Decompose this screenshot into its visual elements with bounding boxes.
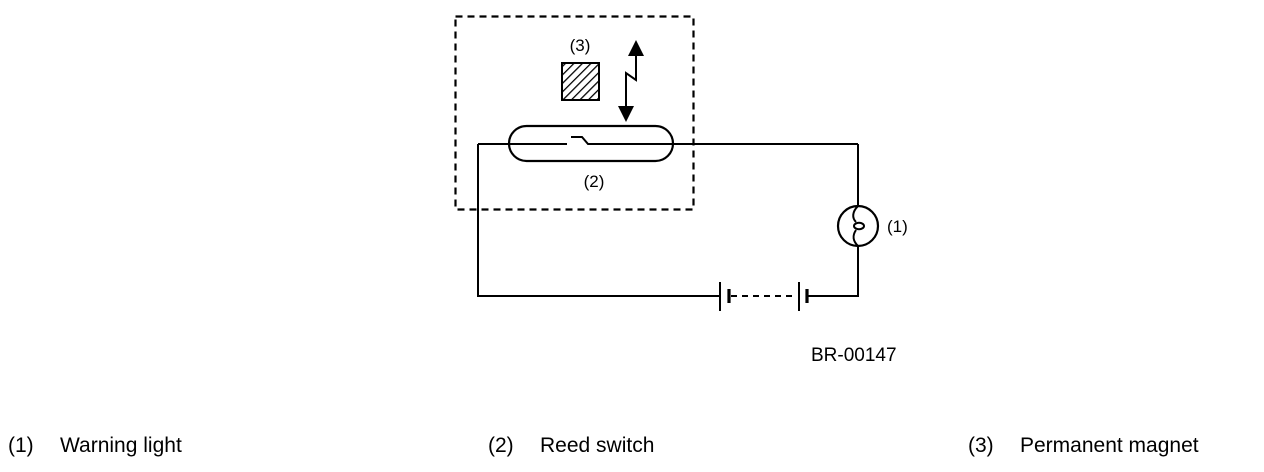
legend-label: Reed switch (540, 434, 655, 457)
warning-light-symbol (836, 204, 880, 248)
permanent-magnet (561, 62, 600, 101)
legend-number: (3) (968, 434, 994, 457)
battery-symbol (719, 282, 809, 311)
legend-label: Warning light (60, 434, 182, 457)
legend-number: (1) (8, 434, 34, 457)
legend-item-warning-light: (1) Warning light (8, 434, 182, 458)
permanent-magnet-callout: (3) (570, 36, 591, 55)
legend-item-reed-switch: (2) Reed switch (488, 434, 654, 458)
legend-label: Permanent magnet (1020, 434, 1199, 457)
legend-number: (2) (488, 434, 514, 457)
magnet-movement-arrow (618, 40, 644, 122)
figure-id: BR-00147 (811, 345, 897, 366)
wire-left (477, 144, 720, 297)
warning-light-callout: (1) (887, 217, 908, 236)
legend-item-permanent-magnet: (3) Permanent magnet (968, 434, 1199, 458)
reed-switch-contact-right (571, 136, 858, 145)
wire-right-bottom (806, 246, 859, 297)
reed-switch-callout: (2) (584, 172, 605, 191)
